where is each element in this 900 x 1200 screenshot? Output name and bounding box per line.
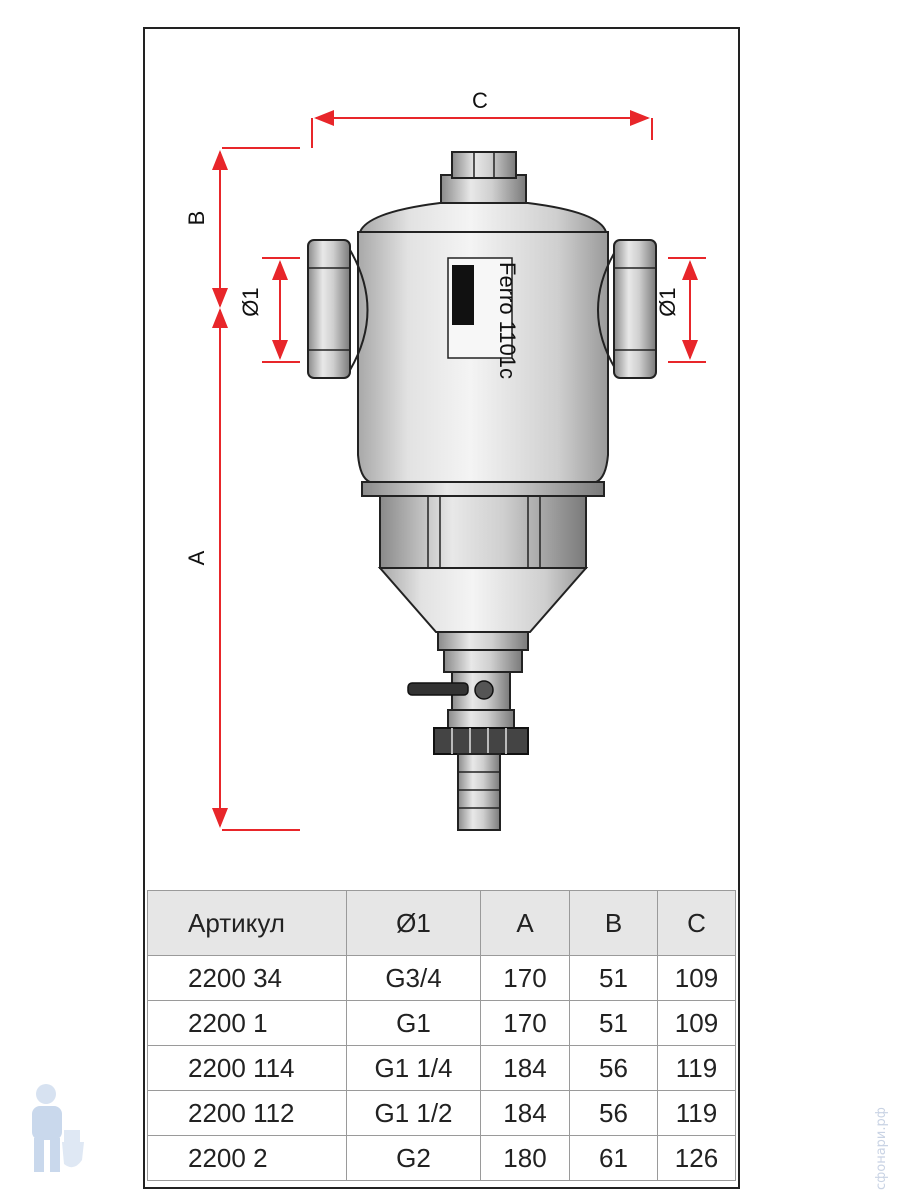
cell-article: 2200 1 <box>147 1000 347 1046</box>
cell-a: 184 <box>480 1090 570 1136</box>
cell-b: 51 <box>569 1000 658 1046</box>
technical-drawing: Ferro 1101c <box>184 88 706 831</box>
table-row: 2200 112 G1 1/2 184 56 119 <box>147 1090 736 1136</box>
cell-article: 2200 114 <box>147 1045 347 1091</box>
cell-diameter: G2 <box>346 1135 481 1181</box>
table-row: 2200 114 G1 1/4 184 56 119 <box>147 1045 736 1091</box>
col-header-a: A <box>480 890 570 956</box>
table-row: 2200 34 G3/4 170 51 109 <box>147 955 736 1001</box>
cell-c: 126 <box>657 1135 736 1181</box>
dimensions-table: Артикул Ø1 A B C 2200 34 G3/4 170 51 109… <box>147 890 736 1181</box>
cell-diameter: G3/4 <box>346 955 481 1001</box>
cell-article: 2200 112 <box>147 1090 347 1136</box>
col-header-article: Артикул <box>147 890 347 956</box>
cell-c: 109 <box>657 1000 736 1046</box>
filter-body: Ferro 1101c <box>349 151 617 831</box>
cell-a: 170 <box>480 955 570 1001</box>
col-header-c: C <box>657 890 736 956</box>
cell-b: 56 <box>569 1090 658 1136</box>
cell-b: 51 <box>569 955 658 1001</box>
dim-label-d-right: Ø1 <box>655 287 680 316</box>
cell-c: 109 <box>657 955 736 1001</box>
cell-a: 184 <box>480 1045 570 1091</box>
cell-a: 180 <box>480 1135 570 1181</box>
table-row: 2200 2 G2 180 61 126 <box>147 1135 736 1181</box>
plumber-mascot-icon <box>32 1084 84 1172</box>
right-port-nut <box>613 239 657 379</box>
col-header-diameter: Ø1 <box>346 890 481 956</box>
cell-c: 119 <box>657 1045 736 1091</box>
cell-diameter: G1 <box>346 1000 481 1046</box>
table-row: 2200 1 G1 170 51 109 <box>147 1000 736 1046</box>
cell-c: 119 <box>657 1090 736 1136</box>
cell-b: 56 <box>569 1045 658 1091</box>
left-port-nut <box>307 239 351 379</box>
cell-diameter: G1 1/4 <box>346 1045 481 1091</box>
site-watermark: сфонари.рф <box>874 1107 889 1190</box>
cell-article: 2200 34 <box>147 955 347 1001</box>
plate-label: Ferro 1101c <box>495 262 520 379</box>
dim-label-d-left: Ø1 <box>238 287 263 316</box>
cell-a: 170 <box>480 1000 570 1046</box>
cell-b: 61 <box>569 1135 658 1181</box>
table-header-row: Артикул Ø1 A B C <box>147 890 736 956</box>
cell-article: 2200 2 <box>147 1135 347 1181</box>
dim-label-a: A <box>184 550 209 565</box>
dimension-lines <box>212 110 706 831</box>
dim-label-b: B <box>184 211 209 226</box>
col-header-b: B <box>569 890 658 956</box>
dim-label-c: C <box>472 88 488 113</box>
cell-diameter: G1 1/2 <box>346 1090 481 1136</box>
